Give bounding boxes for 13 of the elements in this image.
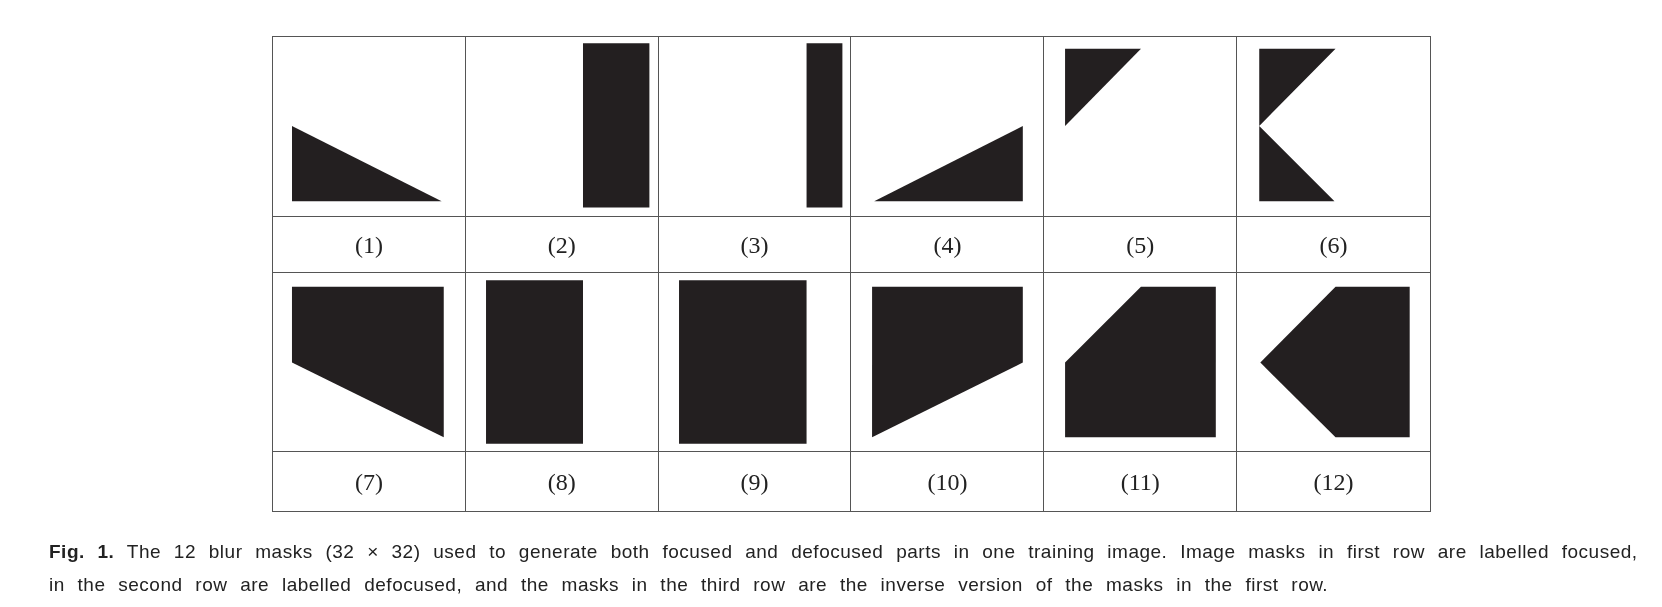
mask-number: (12) [1313, 467, 1354, 497]
mask-number: (8) [547, 467, 576, 497]
mask-number: (5) [1126, 230, 1155, 260]
mask-number: (9) [740, 467, 769, 497]
mask-number: (7) [354, 467, 383, 497]
mask-number: (1) [354, 230, 383, 260]
mask-number: (4) [933, 230, 962, 260]
figure-caption: Fig. 1. The 12 blur masks (32 × 32) used to generate both focused and defocused parts in one training image. Image masks in first row are labelled focused, in the second row are labelled defocused, and the masks in the third row are the inverse version of the masks in the first row. [49, 540, 1639, 597]
mask-number: (3) [740, 230, 769, 260]
mask-number: (10) [927, 467, 968, 497]
mask-number: (2) [547, 230, 576, 260]
mask-number: (6) [1319, 230, 1348, 260]
mask-number: (11) [1120, 467, 1160, 497]
